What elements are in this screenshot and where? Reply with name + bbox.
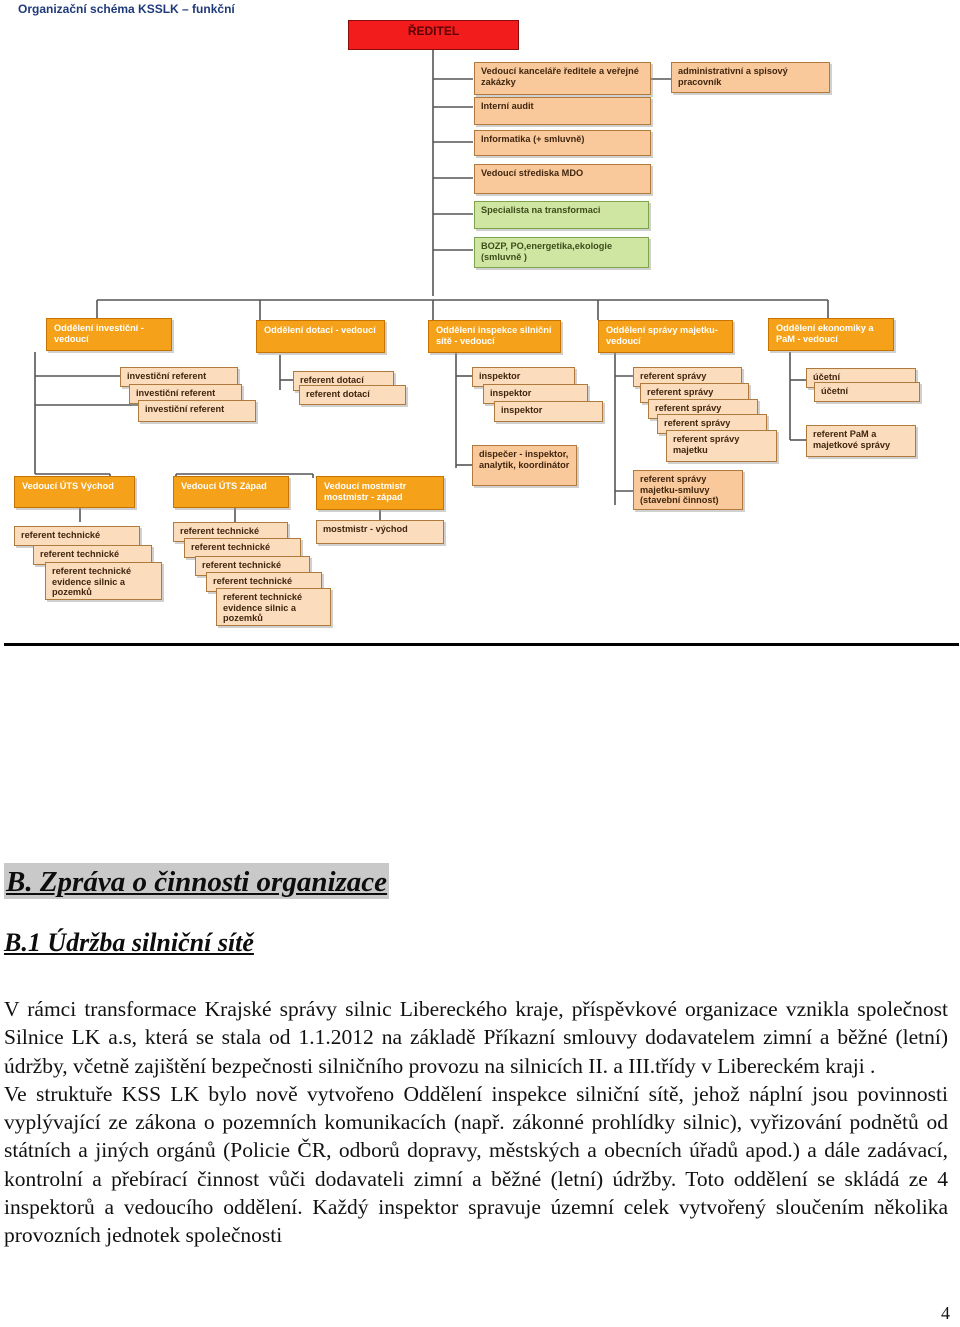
department-extra: referent správy majetku-smluvy (stavební…	[633, 470, 743, 510]
unit-member: referent technické evidence silnic a poz…	[45, 562, 162, 600]
unit-member: referent technické evidence silnic a poz…	[216, 588, 331, 626]
unit-head: Vedoucí mostmistr mostmistr - západ	[316, 476, 444, 510]
staff-box: Vedoucí kanceláře ředitele a veřejné zak…	[474, 62, 651, 95]
paragraph: V rámci transformace Krajské správy siln…	[4, 997, 948, 1078]
director-box: ŘEDITEL	[348, 20, 519, 50]
department-member: účetní	[814, 382, 920, 402]
department-member: inspektor	[494, 401, 603, 422]
department-head: Oddělení investiční - vedoucí	[46, 318, 172, 351]
unit-head: Vedoucí ÚTS Západ	[173, 476, 289, 508]
admin-office-box: administrativní a spisový pracovník	[671, 62, 830, 93]
department-extra: referent PaM a majetkové správy	[806, 425, 916, 457]
department-member: referent správy majetku	[666, 430, 777, 462]
section-divider	[4, 643, 959, 646]
unit-head: Vedoucí ÚTS Východ	[14, 476, 135, 508]
department-extra: dispečer - inspektor, analytik, koordiná…	[472, 445, 577, 486]
paragraph: Ve struktuře KSS LK bylo nově vytvořeno …	[4, 1081, 948, 1248]
body-text: V rámci transformace Krajské správy siln…	[4, 995, 948, 1250]
staff-box: Interní audit	[474, 97, 651, 125]
department-head: Oddělení dotací - vedoucí	[256, 320, 385, 353]
unit-member: referent technické	[14, 526, 140, 546]
staff-box: BOZP, PO,energetika,ekologie (smluvně )	[474, 237, 649, 268]
section-heading: B. Zpráva o činnosti organizace	[4, 863, 390, 899]
staff-box: Specialista na transformaci	[474, 201, 649, 229]
unit-member: mostmistr - východ	[316, 520, 444, 544]
org-chart-connectors	[34, 50, 829, 522]
unit-member: referent technické	[184, 538, 301, 558]
department-head: Oddělení inspekce silniční sítě - vedouc…	[428, 320, 561, 353]
department-member: referent dotací	[299, 385, 406, 405]
department-head: Oddělení ekonomiky a PaM - vedoucí	[768, 318, 894, 351]
org-chart-title: Organizační schéma KSSLK – funkční	[18, 2, 235, 16]
staff-box: Vedoucí střediska MDO	[474, 164, 651, 194]
page-number: 4	[941, 1303, 950, 1323]
subsection-heading: B.1 Údržba silniční sítě	[4, 928, 254, 957]
department-member: investiční referent	[138, 400, 256, 422]
staff-box: Informatika (+ smluvně)	[474, 130, 651, 156]
department-head: Oddělení správy majetku- vedoucí	[598, 320, 733, 353]
